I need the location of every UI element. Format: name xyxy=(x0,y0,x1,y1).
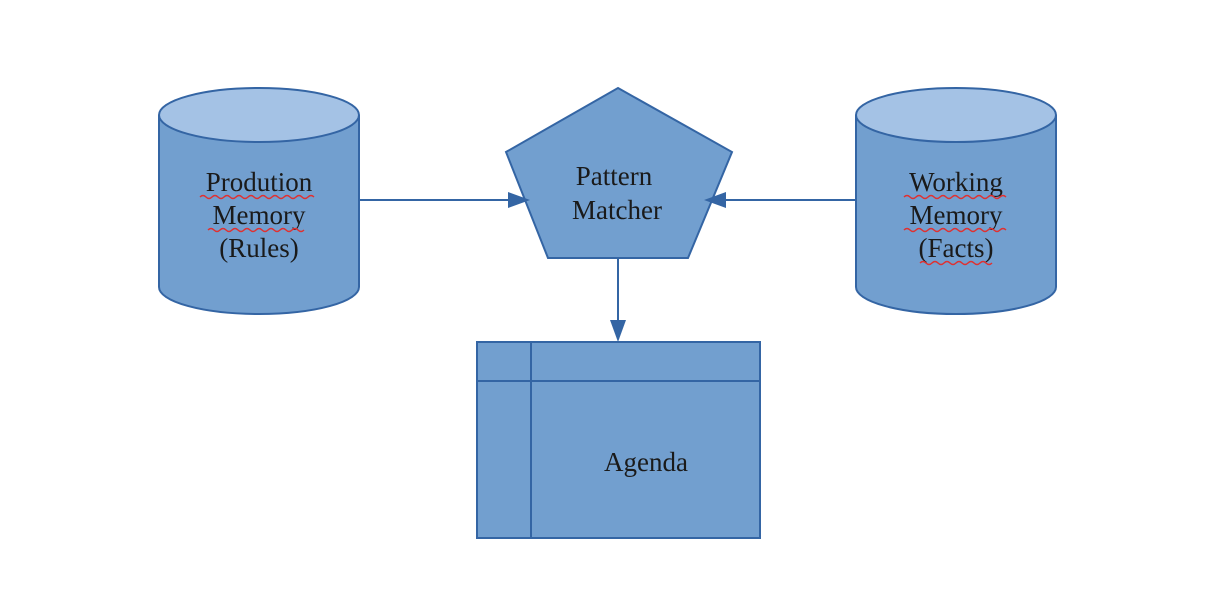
working-memory-body xyxy=(855,115,1057,315)
connector-working-to-matcher xyxy=(704,192,856,208)
arrowhead xyxy=(508,192,530,208)
pattern-matcher-label-line2: Matcher xyxy=(572,195,662,225)
pattern-matcher-pentagon[interactable]: Pattern Matcher xyxy=(504,86,734,259)
production-memory-label-line2: Memory xyxy=(213,200,306,230)
agenda-label: Agenda xyxy=(604,447,688,477)
agenda-rect xyxy=(476,341,761,539)
production-memory-label-line3: (Rules) xyxy=(219,233,298,263)
working-memory-label-line1: Working xyxy=(909,167,1003,197)
spellcheck-underline xyxy=(199,194,315,200)
production-memory-top xyxy=(158,87,360,143)
arrowhead xyxy=(704,192,726,208)
working-memory-label-line2: Memory xyxy=(910,200,1003,230)
working-memory-label-line3: (Facts) xyxy=(919,233,994,263)
production-memory-body xyxy=(158,115,360,315)
working-memory-cylinder[interactable]: Working Memory (Facts) xyxy=(855,87,1057,315)
connector-production-to-matcher xyxy=(359,192,530,208)
spellcheck-underline xyxy=(903,227,1007,233)
agenda-box[interactable]: Agenda xyxy=(476,341,761,539)
production-memory-cylinder[interactable]: Prodution Memory (Rules) xyxy=(158,87,360,315)
connector-matcher-to-agenda xyxy=(610,258,626,342)
spellcheck-underline xyxy=(207,227,305,233)
spellcheck-underline xyxy=(903,194,1007,200)
production-memory-label-line1: Prodution xyxy=(206,167,313,197)
arrowhead xyxy=(610,320,626,342)
pattern-matcher-label-line1: Pattern xyxy=(576,161,653,191)
spellcheck-underline xyxy=(919,260,993,266)
working-memory-top xyxy=(855,87,1057,143)
